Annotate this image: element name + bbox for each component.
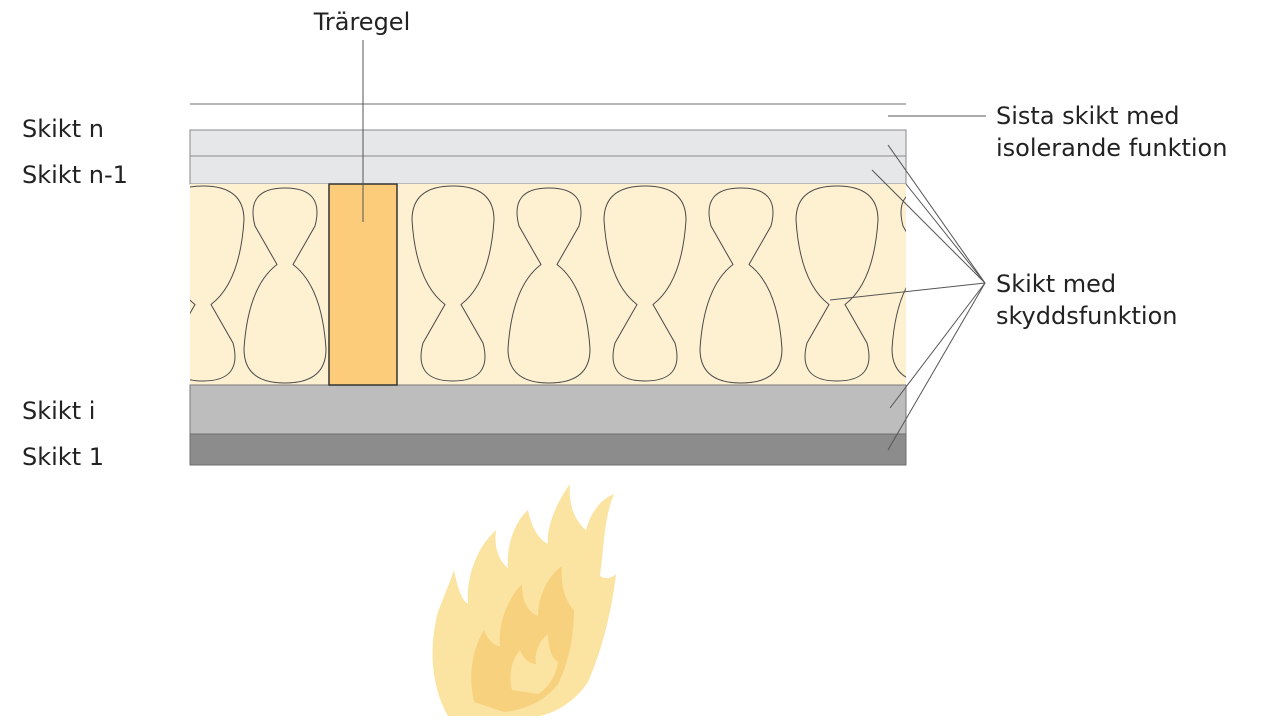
insulation-batt-outline	[699, 187, 783, 384]
layer-1-label: Skikt 1	[22, 443, 104, 471]
layer-i-board	[189, 384, 907, 435]
layer-1-board	[189, 433, 907, 466]
insulation-layer	[190, 184, 906, 385]
last-layer-label-line2: isolerande funktion	[996, 134, 1227, 162]
layer-n-label: Skikt n	[22, 115, 104, 143]
insulation-batt-outline	[190, 185, 245, 382]
insulation-batt-outline	[411, 185, 495, 382]
protective-label-line1: Skikt med	[996, 270, 1116, 298]
insulation-batt-outline	[795, 185, 879, 382]
layer-n-minus-1-label: Skikt n-1	[22, 161, 128, 189]
protective-label-line2: skyddsfunktion	[996, 302, 1177, 330]
insulation-batt-outline	[243, 187, 327, 384]
fire-icon	[432, 484, 616, 716]
insulation-batt-outline	[507, 187, 591, 384]
insulation-batt-outline	[603, 185, 687, 382]
layer-i-label: Skikt i	[22, 397, 95, 425]
insulation-pattern	[190, 185, 906, 384]
layer-n-board	[189, 129, 907, 157]
last-layer-label-line1: Sista skikt med	[996, 102, 1180, 130]
stud-label: Träregel	[313, 8, 410, 36]
layer-n-minus-1-board	[189, 155, 907, 185]
leader-lines	[829, 115, 986, 451]
